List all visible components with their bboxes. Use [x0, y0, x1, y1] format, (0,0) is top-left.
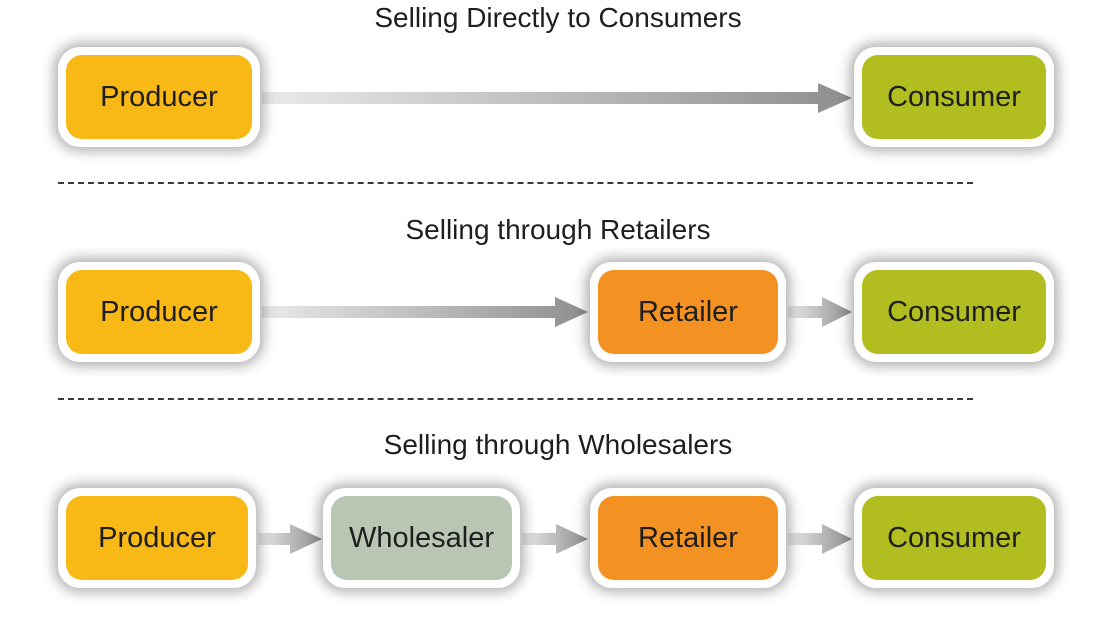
node-retailer: Retailer	[590, 262, 786, 362]
node-consumer: Consumer	[854, 262, 1054, 362]
arrow-retailer-to-consumer-2	[788, 524, 852, 554]
node-producer: Producer	[58, 488, 256, 588]
section-divider	[58, 182, 973, 184]
section-title-direct: Selling Directly to Consumers	[374, 2, 742, 33]
node-retailer: Retailer	[590, 488, 786, 588]
node-consumer: Consumer	[854, 488, 1054, 588]
node-producer-label: Producer	[66, 55, 252, 139]
section-title-wholesalers: Selling through Wholesalers	[383, 429, 733, 460]
node-consumer-label: Consumer	[862, 496, 1046, 580]
node-consumer-label: Consumer	[862, 55, 1046, 139]
node-retailer-label: Retailer	[598, 270, 778, 354]
arrow-retailer-to-consumer	[788, 297, 852, 327]
arrow-producer-to-consumer	[262, 83, 852, 113]
node-producer: Producer	[58, 47, 260, 147]
section-divider	[58, 398, 973, 400]
node-producer: Producer	[58, 262, 260, 362]
node-consumer: Consumer	[854, 47, 1054, 147]
arrow-producer-to-wholesaler	[258, 524, 322, 554]
node-producer-label: Producer	[66, 496, 248, 580]
arrow-producer-to-retailer	[262, 297, 588, 327]
node-retailer-label: Retailer	[598, 496, 778, 580]
arrow-wholesaler-to-retailer	[522, 524, 588, 554]
section-title-retailers: Selling through Retailers	[405, 214, 711, 245]
node-consumer-label: Consumer	[862, 270, 1046, 354]
node-wholesaler-label: Wholesaler	[331, 496, 512, 580]
node-wholesaler: Wholesaler	[323, 488, 520, 588]
node-producer-label: Producer	[66, 270, 252, 354]
